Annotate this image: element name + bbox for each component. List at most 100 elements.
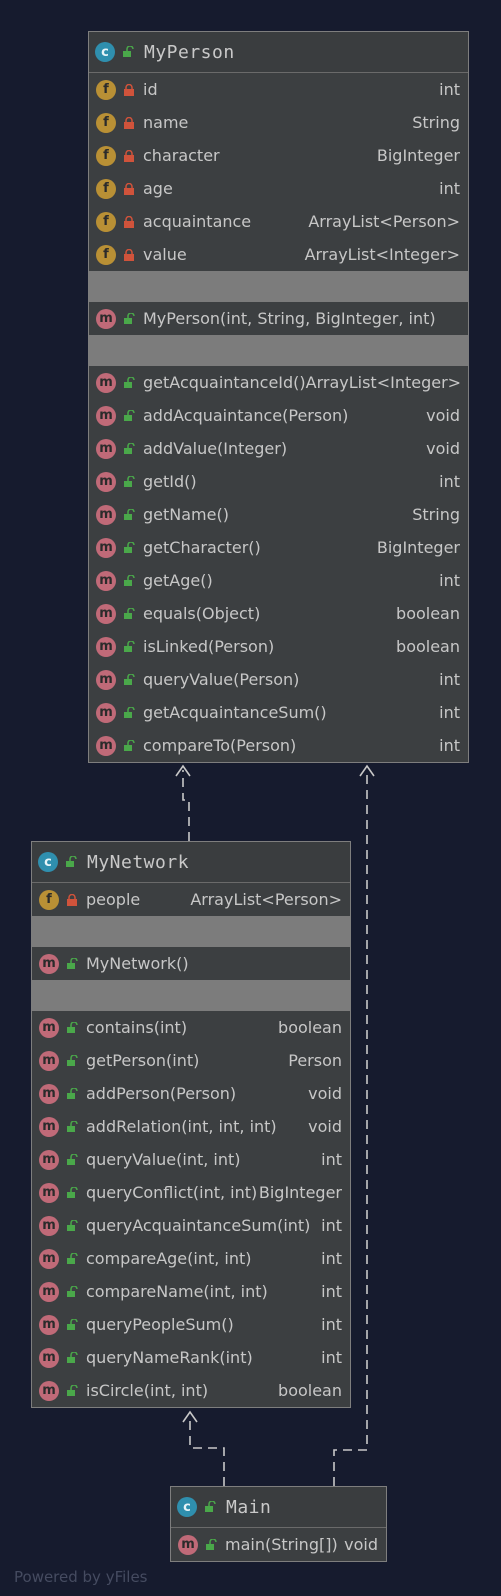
public-lock-icon [67,1351,78,1363]
member-name: MyPerson(int, String, BigInteger, int) [143,309,436,328]
member-name: people [86,890,141,909]
method-badge-icon: m [39,1281,59,1302]
member-name: getCharacter() [143,538,261,557]
member-type: String [412,113,460,132]
class-badge-icon: c [95,42,115,62]
member-type: ArrayList<Integer> [304,245,460,264]
member-name: id [143,80,158,99]
member-type: boolean [278,1381,342,1400]
class-header: c MyPerson [89,32,468,73]
section-separator [89,271,468,302]
member-type: Person [288,1051,342,1070]
member-name: equals(Object) [143,604,261,623]
member-name: age [143,179,173,198]
member-type: BigInteger [376,146,460,165]
public-lock-icon [67,957,78,969]
member-type: int [439,179,460,198]
member-type: ArrayList<Person> [308,212,460,231]
private-lock-icon [67,893,77,906]
method-badge-icon: m [39,1149,59,1170]
public-lock-icon [124,312,135,324]
method-badge-icon: m [96,603,116,624]
public-lock-icon [67,1021,78,1033]
member-type: void [426,406,460,425]
public-lock-icon [124,574,135,586]
arrowhead-mynetwork [182,1410,198,1423]
method-row[interactable]: m getPerson(int) Person [32,1044,350,1077]
method-badge-icon: m [39,1017,59,1038]
section-separator [32,980,350,1011]
member-type: void [308,1117,342,1136]
public-lock-icon [124,640,135,652]
private-lock-icon [124,215,134,228]
member-name: compareTo(Person) [143,736,297,755]
member-name: queryValue(int, int) [86,1150,241,1169]
member-name: queryNameRank(int) [86,1348,253,1367]
member-type: BigInteger [376,538,460,557]
member-type: int [321,1249,342,1268]
private-lock-icon [124,83,134,96]
method-badge-icon: m [39,1380,59,1401]
member-name: addRelation(int, int, int) [86,1117,277,1136]
member-type: int [321,1348,342,1367]
member-type: int [321,1216,342,1235]
edge-main-to-mynetwork [189,1416,225,1486]
public-lock-icon [67,1384,78,1396]
method-badge-icon: m [96,570,116,591]
public-lock-icon [67,1219,78,1231]
member-type: ArrayList<Person> [190,890,342,909]
member-name: getName() [143,505,229,524]
field-badge-icon: f [96,112,116,133]
member-name: getPerson(int) [86,1051,200,1070]
method-badge-icon: m [96,702,116,723]
member-type: ArrayList<Integer> [305,373,462,392]
member-name: queryConflict(int, int) [86,1183,258,1202]
method-badge-icon: m [39,1050,59,1071]
public-lock-icon [124,706,135,718]
member-type: boolean [278,1018,342,1037]
arrowhead-myperson-left [175,764,191,777]
public-lock-icon [67,1252,78,1264]
member-name: addPerson(Person) [86,1084,237,1103]
public-lock-icon [205,1501,216,1512]
method-badge-icon: m [39,1182,59,1203]
member-type: void [426,439,460,458]
class-header: c Main [171,1487,386,1528]
